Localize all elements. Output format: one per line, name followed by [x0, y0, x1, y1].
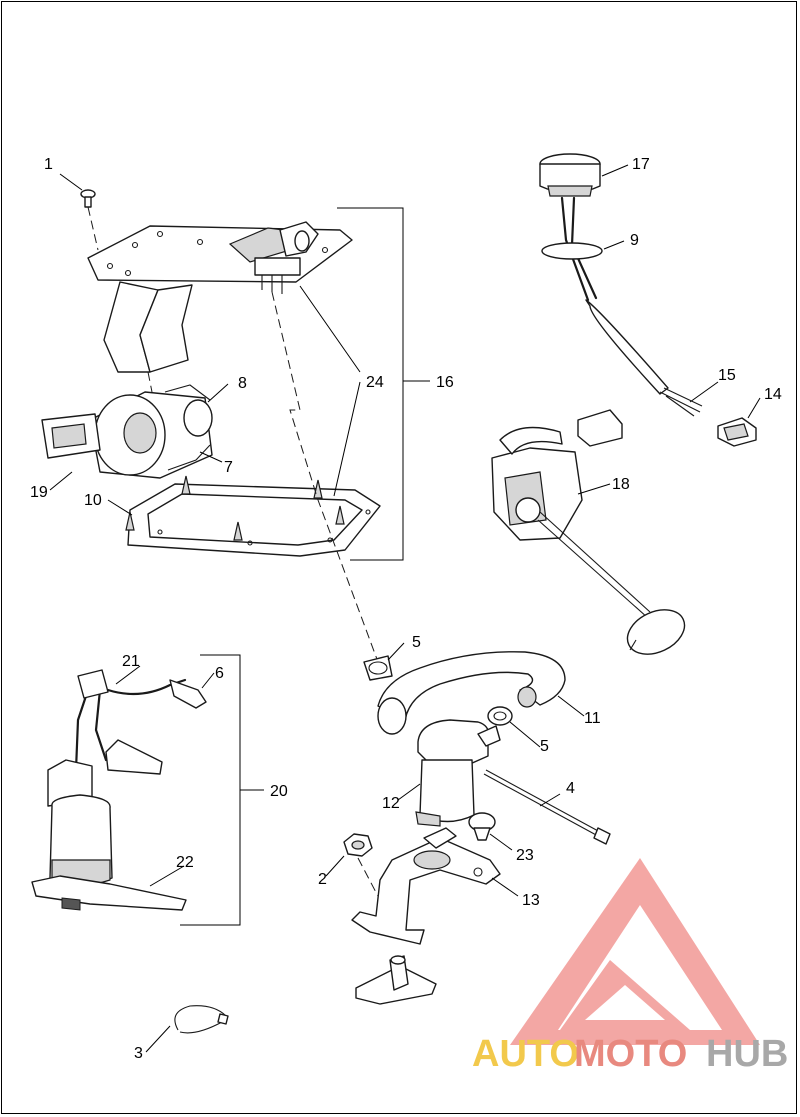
part-pump-module-20 — [31, 669, 207, 911]
part-plate-bracket — [103, 281, 193, 373]
callout-labels: 1 2 3 4 5 5 6 7 8 9 10 11 12 13 14 15 16… — [30, 156, 782, 1062]
part-cable-tie-4 — [483, 769, 611, 845]
callout-5-upper: 5 — [412, 634, 421, 651]
callout-17: 17 — [632, 156, 650, 173]
bracket-16 — [337, 207, 404, 561]
leader-24 — [299, 285, 361, 497]
callout-24: 24 — [366, 374, 384, 391]
callout-7: 7 — [224, 459, 233, 476]
part-fuel-filter-12 — [415, 719, 501, 827]
callout-15: 15 — [718, 367, 736, 384]
part-gasket-10 — [125, 475, 381, 557]
callout-23: 23 — [516, 847, 534, 864]
callout-14: 14 — [764, 386, 782, 403]
assembly-line — [271, 291, 379, 663]
part-lower-mount — [355, 955, 437, 1005]
part-o-ring-9 — [541, 242, 603, 260]
callout-22: 22 — [176, 854, 194, 871]
wordmark-auto: AUTO — [472, 1033, 579, 1075]
callout-9: 9 — [630, 232, 639, 249]
part-pump-body-8 — [89, 384, 213, 479]
part-cap-17 — [539, 153, 601, 197]
callout-3: 3 — [134, 1045, 143, 1062]
callout-2: 2 — [318, 871, 327, 888]
part-connector-19 — [41, 413, 101, 459]
part-nut-2 — [343, 833, 381, 901]
callout-6: 6 — [215, 665, 224, 682]
part-fuel-hose-11 — [377, 651, 566, 735]
wordmark-hub: HUB — [706, 1033, 788, 1075]
automotohub-wordmark: AUTO MOTO HUB — [472, 1033, 788, 1075]
part-bracket-13 — [351, 827, 501, 945]
part-hose-clamp-5-upper — [363, 655, 393, 681]
callout-8: 8 — [238, 375, 247, 392]
callout-10: 10 — [84, 492, 102, 509]
callout-19: 19 — [30, 484, 48, 501]
part-clamp-3 — [174, 1005, 229, 1034]
callout-11: 11 — [584, 710, 601, 727]
callout-21: 21 — [122, 653, 140, 670]
part-plug-23 — [468, 812, 496, 841]
callout-leaders — [49, 164, 761, 1053]
part-level-sender-18 — [491, 409, 686, 655]
automotohub-logo — [510, 858, 760, 1045]
callout-20: 20 — [270, 783, 288, 800]
wordmark-moto: MOTO — [574, 1033, 687, 1075]
callout-16: 16 — [436, 374, 454, 391]
callout-4: 4 — [566, 780, 575, 797]
part-mounting-plate — [87, 221, 353, 294]
assembly-line — [147, 371, 153, 393]
callout-12: 12 — [382, 795, 400, 812]
callout-13: 13 — [522, 892, 540, 909]
callout-18: 18 — [612, 476, 630, 493]
part-screw-1 — [80, 189, 99, 251]
callout-5-lower: 5 — [540, 738, 549, 755]
part-wire-harness-15 — [560, 196, 703, 417]
part-hose-clamp-5-lower — [487, 706, 513, 726]
part-connector-14 — [717, 417, 757, 447]
callout-1: 1 — [44, 156, 53, 173]
